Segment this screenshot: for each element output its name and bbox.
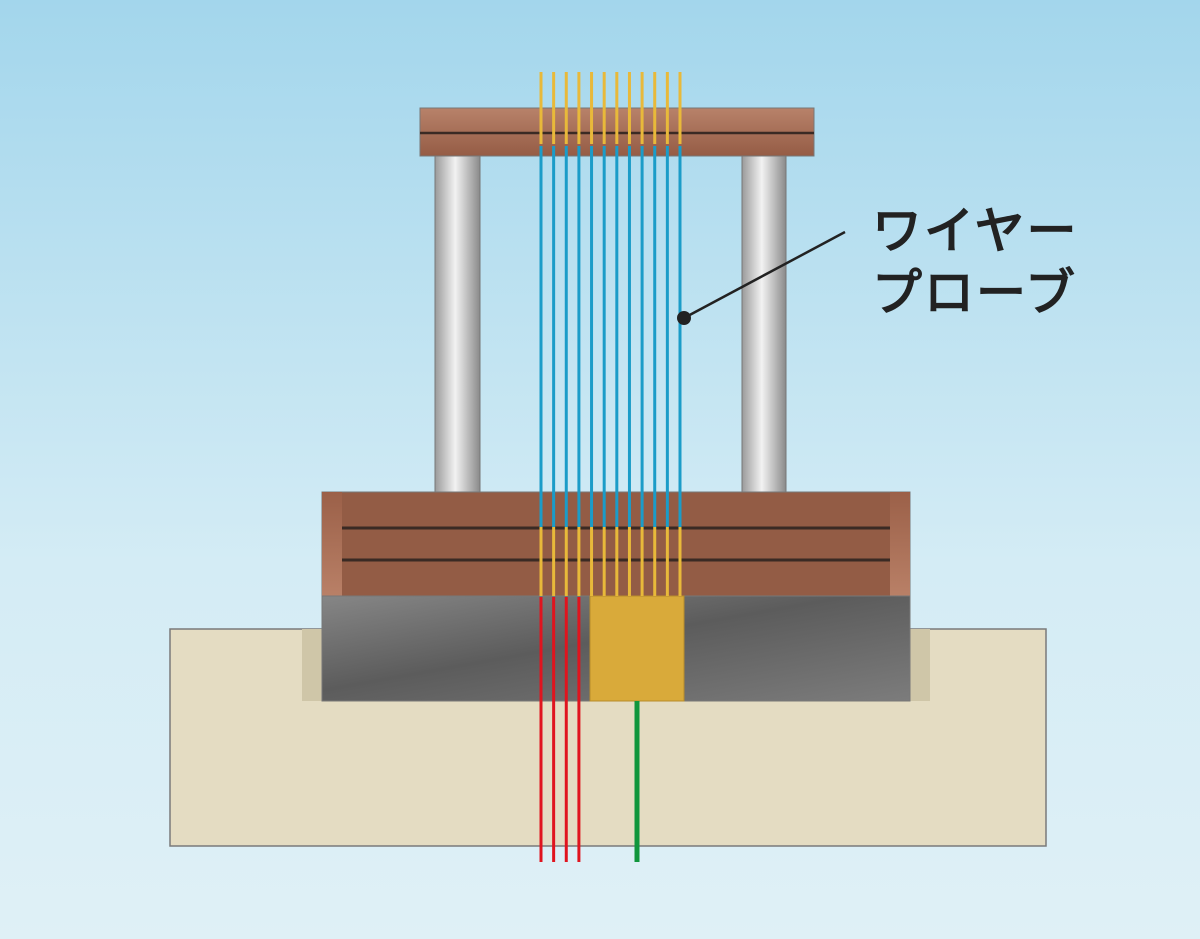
base-recess-right — [910, 629, 930, 701]
base-recess-left — [302, 629, 322, 701]
label-line-2: プローブ — [872, 264, 1077, 322]
pillar-right — [741, 155, 787, 493]
pillar-left — [434, 155, 481, 493]
wire-probe-label: ワイヤー プローブ — [872, 200, 1079, 324]
leader-dot — [677, 311, 691, 325]
probe-wires — [539, 72, 682, 862]
leader-line — [683, 230, 846, 320]
label-line-1: ワイヤー — [872, 202, 1079, 260]
chip — [589, 595, 685, 702]
